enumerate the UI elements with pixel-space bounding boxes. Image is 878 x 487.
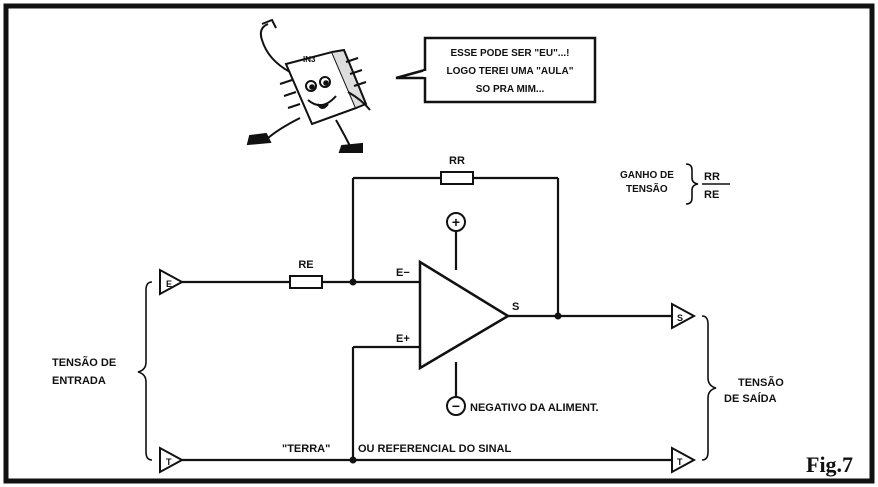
resistor-rr <box>440 171 474 185</box>
gain-numerator: RR <box>704 171 720 183</box>
junction-dot <box>554 312 562 320</box>
svg-text:IN3: IN3 <box>303 55 316 64</box>
gain-label-line2: TENSÃO <box>626 182 668 195</box>
svg-text:T: T <box>166 457 172 467</box>
resistor-rr-label: RR <box>449 155 465 167</box>
speech-line-3: SO PRA MIM... <box>476 84 545 95</box>
terminal-output-s: S <box>671 302 697 330</box>
resistor-re-label: RE <box>298 259 313 271</box>
mascot-arm-right <box>347 91 371 111</box>
speech-bubble: ESSE PODE SER "EU"...! LOGO TEREI UMA "A… <box>395 36 597 104</box>
mascot-leg-right <box>335 119 351 147</box>
resistor-re <box>289 275 323 289</box>
gain-label-line1: GANHO DE <box>620 170 674 181</box>
svg-text:T: T <box>677 457 683 467</box>
positive-supply-symbol <box>446 212 466 232</box>
output-voltage-label-1: TENSÃO <box>738 376 784 389</box>
gain-denominator: RE <box>704 189 719 201</box>
terminal-input-t: T <box>159 446 185 474</box>
negative-supply-symbol <box>446 396 466 416</box>
chip-mascot-illustration: IN3 <box>246 18 371 153</box>
input-voltage-label-1: TENSÃO DE <box>52 356 116 369</box>
input-voltage-brace <box>137 281 153 461</box>
figure-frame <box>3 3 875 484</box>
opamp-triangle <box>418 259 511 371</box>
input-voltage-label-2: ENTRADA <box>52 375 106 387</box>
terminal-output-t: T <box>671 446 697 474</box>
noninverting-input-label: E+ <box>396 333 410 345</box>
mascot-body-side <box>331 48 368 109</box>
negative-supply-sign: − <box>452 398 460 414</box>
svg-text:S: S <box>677 313 683 323</box>
junction-dot <box>349 456 357 464</box>
output-label: S <box>512 301 519 313</box>
speech-line-1: ESSE PODE SER "EU"...! <box>451 48 570 59</box>
svg-text:E: E <box>166 279 172 289</box>
figure-number: Fig.7 <box>806 452 853 477</box>
ground-label-quoted: "TERRA" <box>282 443 330 455</box>
gain-brace <box>685 163 699 205</box>
ground-label-rest: OU REFERENCIAL DO SINAL <box>358 443 511 455</box>
mascot-eye-left <box>305 80 317 92</box>
inverting-input-label: E− <box>396 267 410 279</box>
mascot-arm-left <box>259 23 291 73</box>
terminal-input-e: E <box>159 268 185 296</box>
mascot-eye-right <box>319 76 331 88</box>
output-voltage-brace <box>701 315 717 461</box>
circuit-wires <box>182 176 672 462</box>
negative-supply-label: NEGATIVO DA ALIMENT. <box>470 402 599 414</box>
positive-supply-sign: + <box>452 214 460 230</box>
speech-line-2: LOGO TEREI UMA "AULA" <box>447 66 574 77</box>
output-voltage-label-2: DE SAÍDA <box>724 392 777 405</box>
gain-formula: GANHO DE TENSÃO RR RE <box>620 163 730 205</box>
junction-dot <box>349 278 357 286</box>
